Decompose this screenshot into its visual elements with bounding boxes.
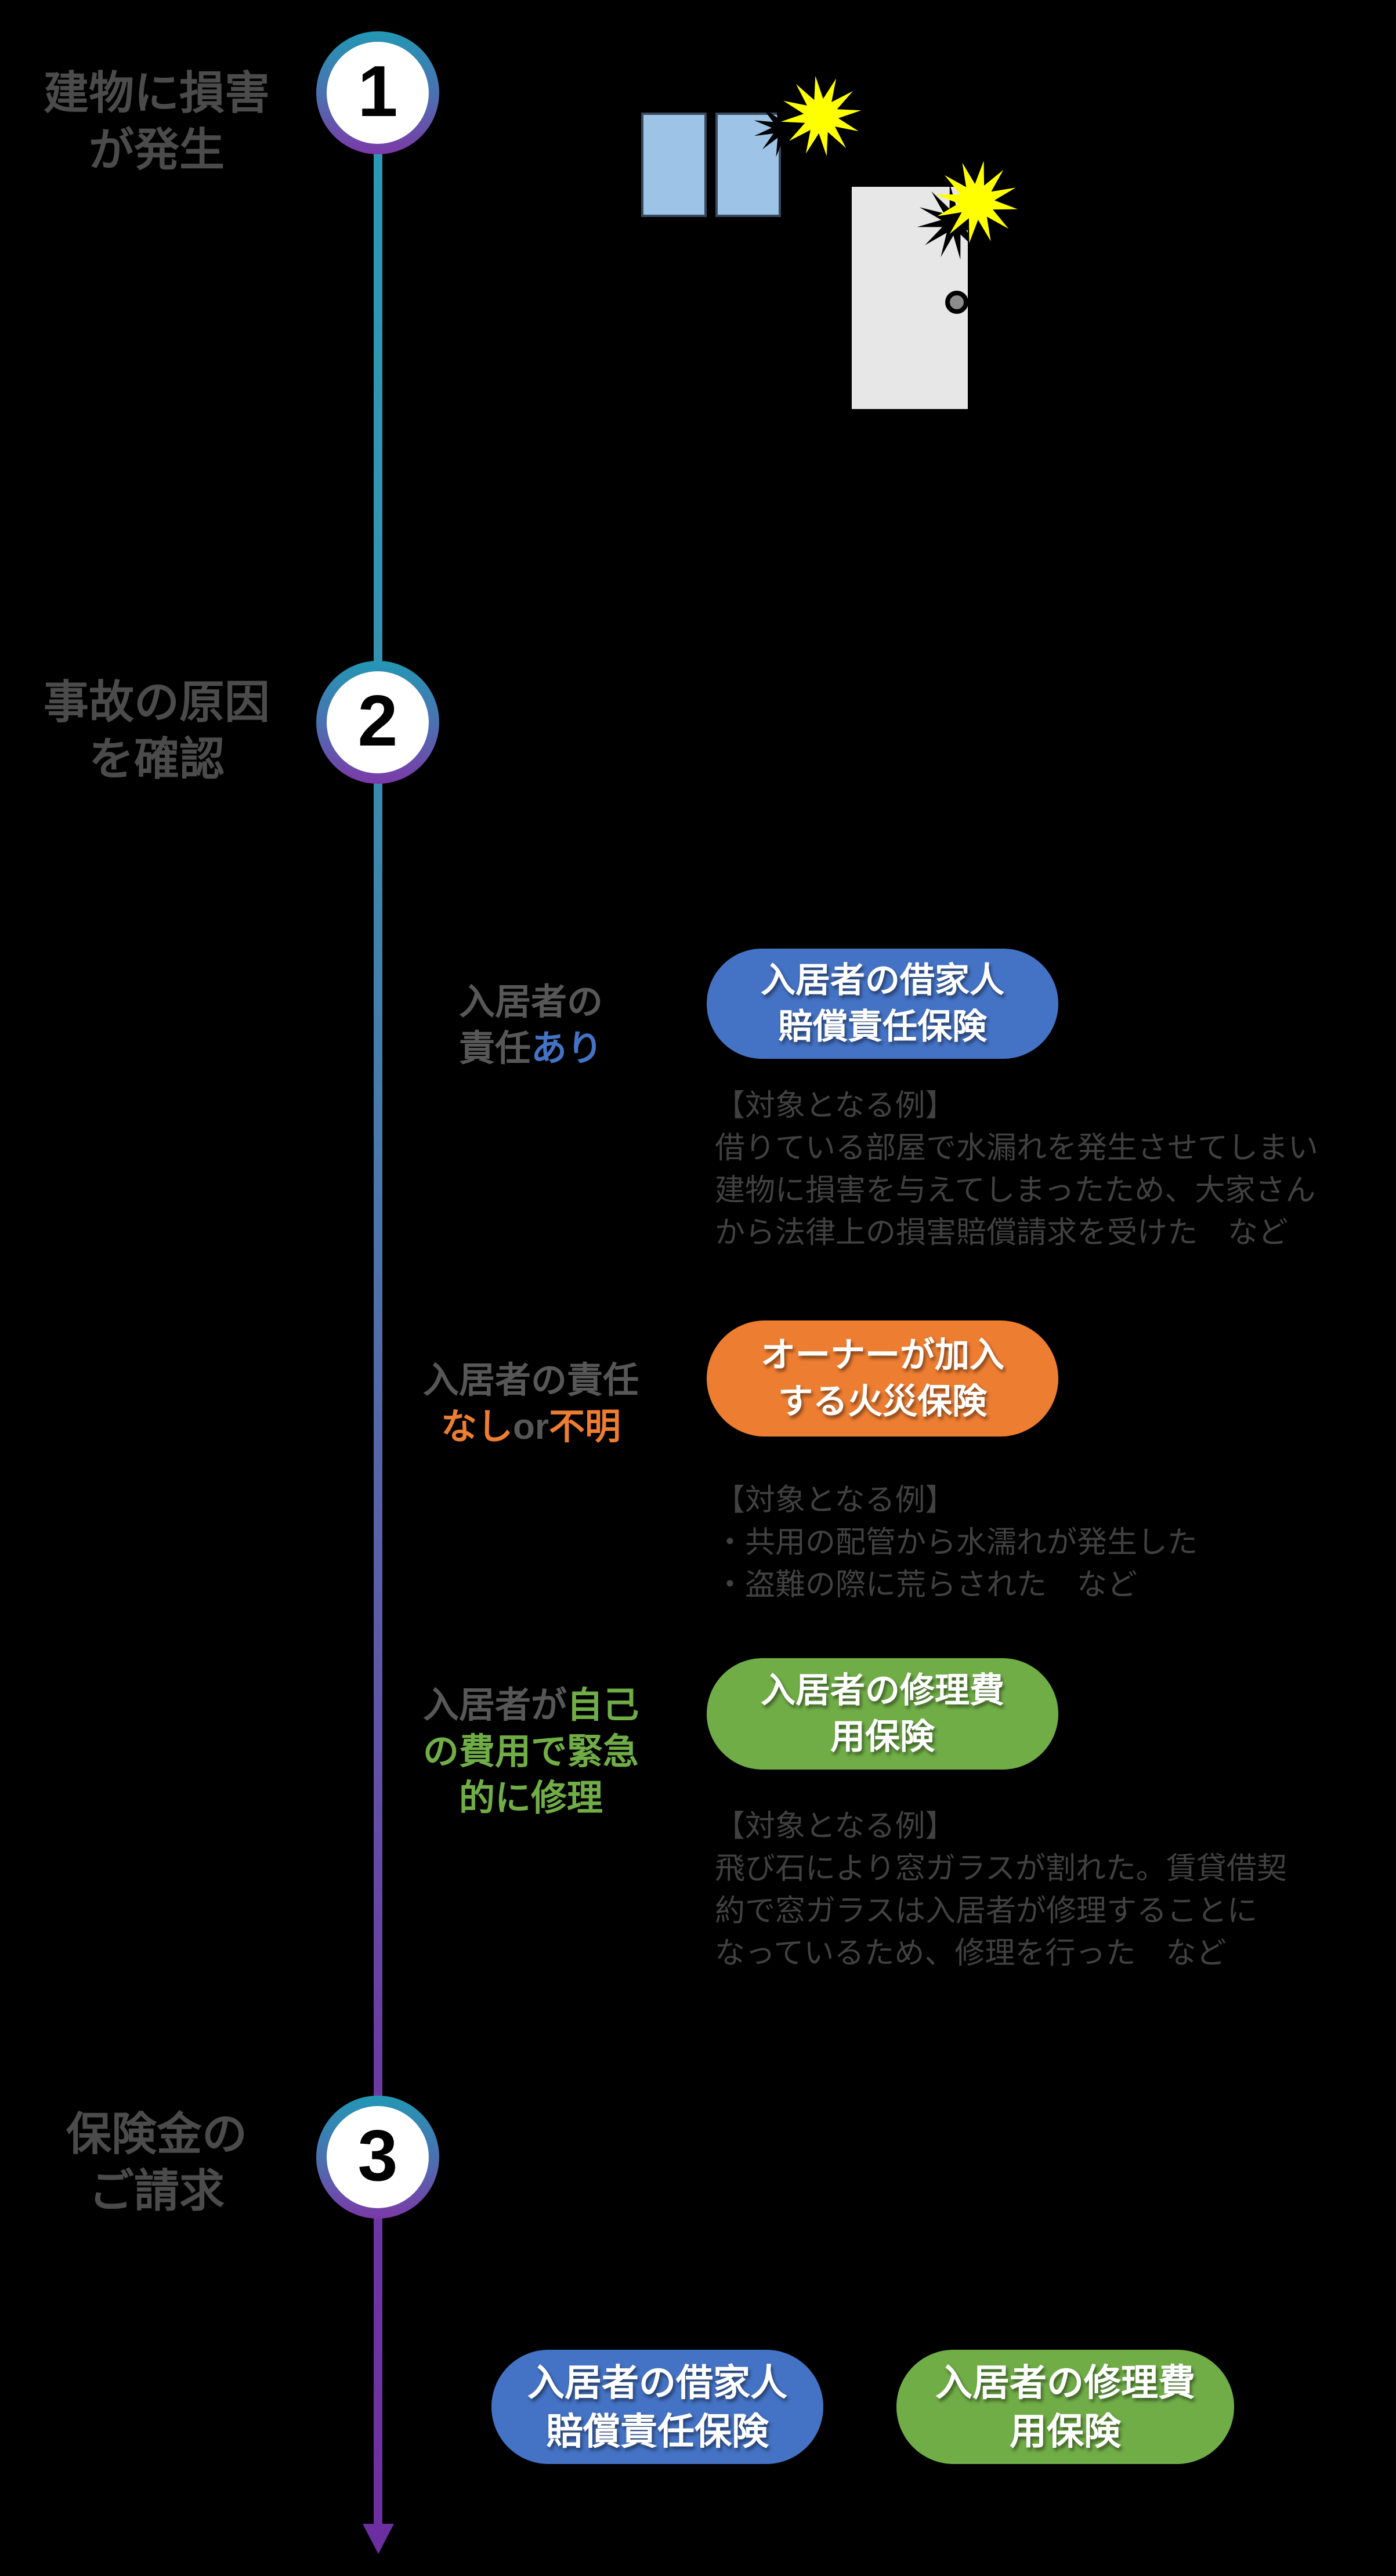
pill-line-2: する火災保険 <box>778 1382 987 1421</box>
crack-fragment-icon <box>917 183 993 260</box>
window-pane-left <box>641 113 707 217</box>
example-line: 借りている部屋で水漏れを発生させてしまい <box>715 1131 1319 1165</box>
step-number-1: 1 <box>357 52 398 132</box>
step-label-3: 保険金の ご請求 <box>0 2105 313 2219</box>
example-line: ・共用の配管から水濡れが発生した <box>715 1526 1198 1560</box>
insurance-pill-owner-fire: オーナーが加入 する火災保険 <box>707 1320 1058 1437</box>
condition-label-2: 入居者の責任 なしor不明 <box>380 1358 682 1450</box>
example-block-1: 【対象となる例】 借りている部屋で水漏れを発生させてしまい 建物に損害を与えてし… <box>715 1085 1396 1254</box>
condition-3-line-2: の費用で緊急 <box>422 1732 639 1772</box>
step-circle-1-inner: 1 <box>327 42 429 144</box>
result-pill-tenant-liability: 入居者の借家人 賠償責任保険 <box>491 2350 823 2464</box>
pill-line-1: オーナーが加入 <box>761 1336 1004 1374</box>
impact-burst-icon <box>780 75 862 157</box>
condition-2-line-2: なしor不明 <box>440 1407 621 1447</box>
step-label-1-line-1: 建物に損害 <box>43 67 270 118</box>
step-label-3-line-1: 保険金の <box>66 2108 247 2159</box>
step-number-2: 2 <box>357 681 398 761</box>
result-pill-tenant-repair: 入居者の修理費 用保険 <box>896 2350 1234 2464</box>
pill-line-1: 入居者の借家人 <box>527 2361 787 2404</box>
pill-line-1: 入居者の修理費 <box>935 2361 1195 2404</box>
impact-burst-icon <box>935 161 1018 243</box>
step-circle-3-inner: 3 <box>327 2106 429 2208</box>
step-label-2-line-2: を確認 <box>88 733 225 784</box>
step-circle-2-inner: 2 <box>327 671 429 773</box>
step-circle-3: 3 <box>316 2096 439 2219</box>
condition-3-line-1: 入居者が自己 <box>422 1685 639 1725</box>
pill-line-2: 賠償責任保険 <box>546 2410 769 2452</box>
step-label-2-line-1: 事故の原因 <box>43 676 270 728</box>
pill-line-1: 入居者の借家人 <box>761 961 1004 1000</box>
example-title: 【対象となる例】 <box>715 1810 956 1843</box>
crack-fragment-icon <box>754 98 813 157</box>
condition-1-line-2: 責任あり <box>458 1029 603 1069</box>
insurance-pill-tenant-liability: 入居者の借家人 賠償責任保険 <box>707 949 1058 1059</box>
pill-line-2: 賠償責任保険 <box>778 1007 987 1046</box>
example-line: なっているため、修理を行った など <box>715 1937 1227 1970</box>
step-label-1: 建物に損害 が発生 <box>0 64 313 178</box>
broken-door-icon <box>852 161 1018 409</box>
step-circle-2: 2 <box>316 661 439 784</box>
example-block-3: 【対象となる例】 飛び石により窓ガラスが割れた。賃貸借契 約で窓ガラスは入居者が… <box>715 1806 1396 1975</box>
example-line: 飛び石により窓ガラスが割れた。賃貸借契 <box>715 1852 1287 1886</box>
example-title: 【対象となる例】 <box>715 1484 956 1517</box>
step-number-3: 3 <box>357 2116 398 2196</box>
pill-line-2: 用保険 <box>830 1717 935 1756</box>
pill-line-2: 用保険 <box>1010 2410 1121 2452</box>
step-label-3-line-2: ご請求 <box>88 2165 225 2216</box>
broken-window-icon <box>641 75 862 217</box>
example-title: 【対象となる例】 <box>715 1089 956 1123</box>
example-line: 約で窓ガラスは入居者が修理することに <box>715 1894 1257 1928</box>
example-block-2: 【対象となる例】 ・共用の配管から水濡れが発生した ・盗難の際に荒らされた など <box>715 1479 1396 1607</box>
condition-label-3: 入居者が自己 の費用で緊急 的に修理 <box>380 1683 682 1822</box>
door-knob-icon <box>950 295 964 309</box>
condition-3-line-3: 的に修理 <box>458 1778 603 1818</box>
pill-line-1: 入居者の修理費 <box>761 1671 1004 1710</box>
step-circle-1: 1 <box>316 31 439 154</box>
step-label-2: 事故の原因 を確認 <box>0 674 313 787</box>
insurance-pill-tenant-repair: 入居者の修理費 用保険 <box>707 1658 1058 1770</box>
example-line: から法律上の損害賠償請求を受けた など <box>715 1216 1289 1250</box>
arrow-down-icon <box>363 2524 394 2554</box>
example-line: 建物に損害を与えてしまったため、大家さん <box>715 1174 1316 1207</box>
building-damage-illustration <box>641 75 1018 409</box>
condition-1-line-1: 入居者の <box>458 982 603 1022</box>
condition-2-line-1: 入居者の責任 <box>422 1361 639 1401</box>
example-line: ・盗難の際に荒らされた など <box>715 1568 1138 1602</box>
condition-label-1: 入居者の 責任あり <box>380 979 682 1072</box>
step-label-1-line-2: が発生 <box>88 124 225 175</box>
